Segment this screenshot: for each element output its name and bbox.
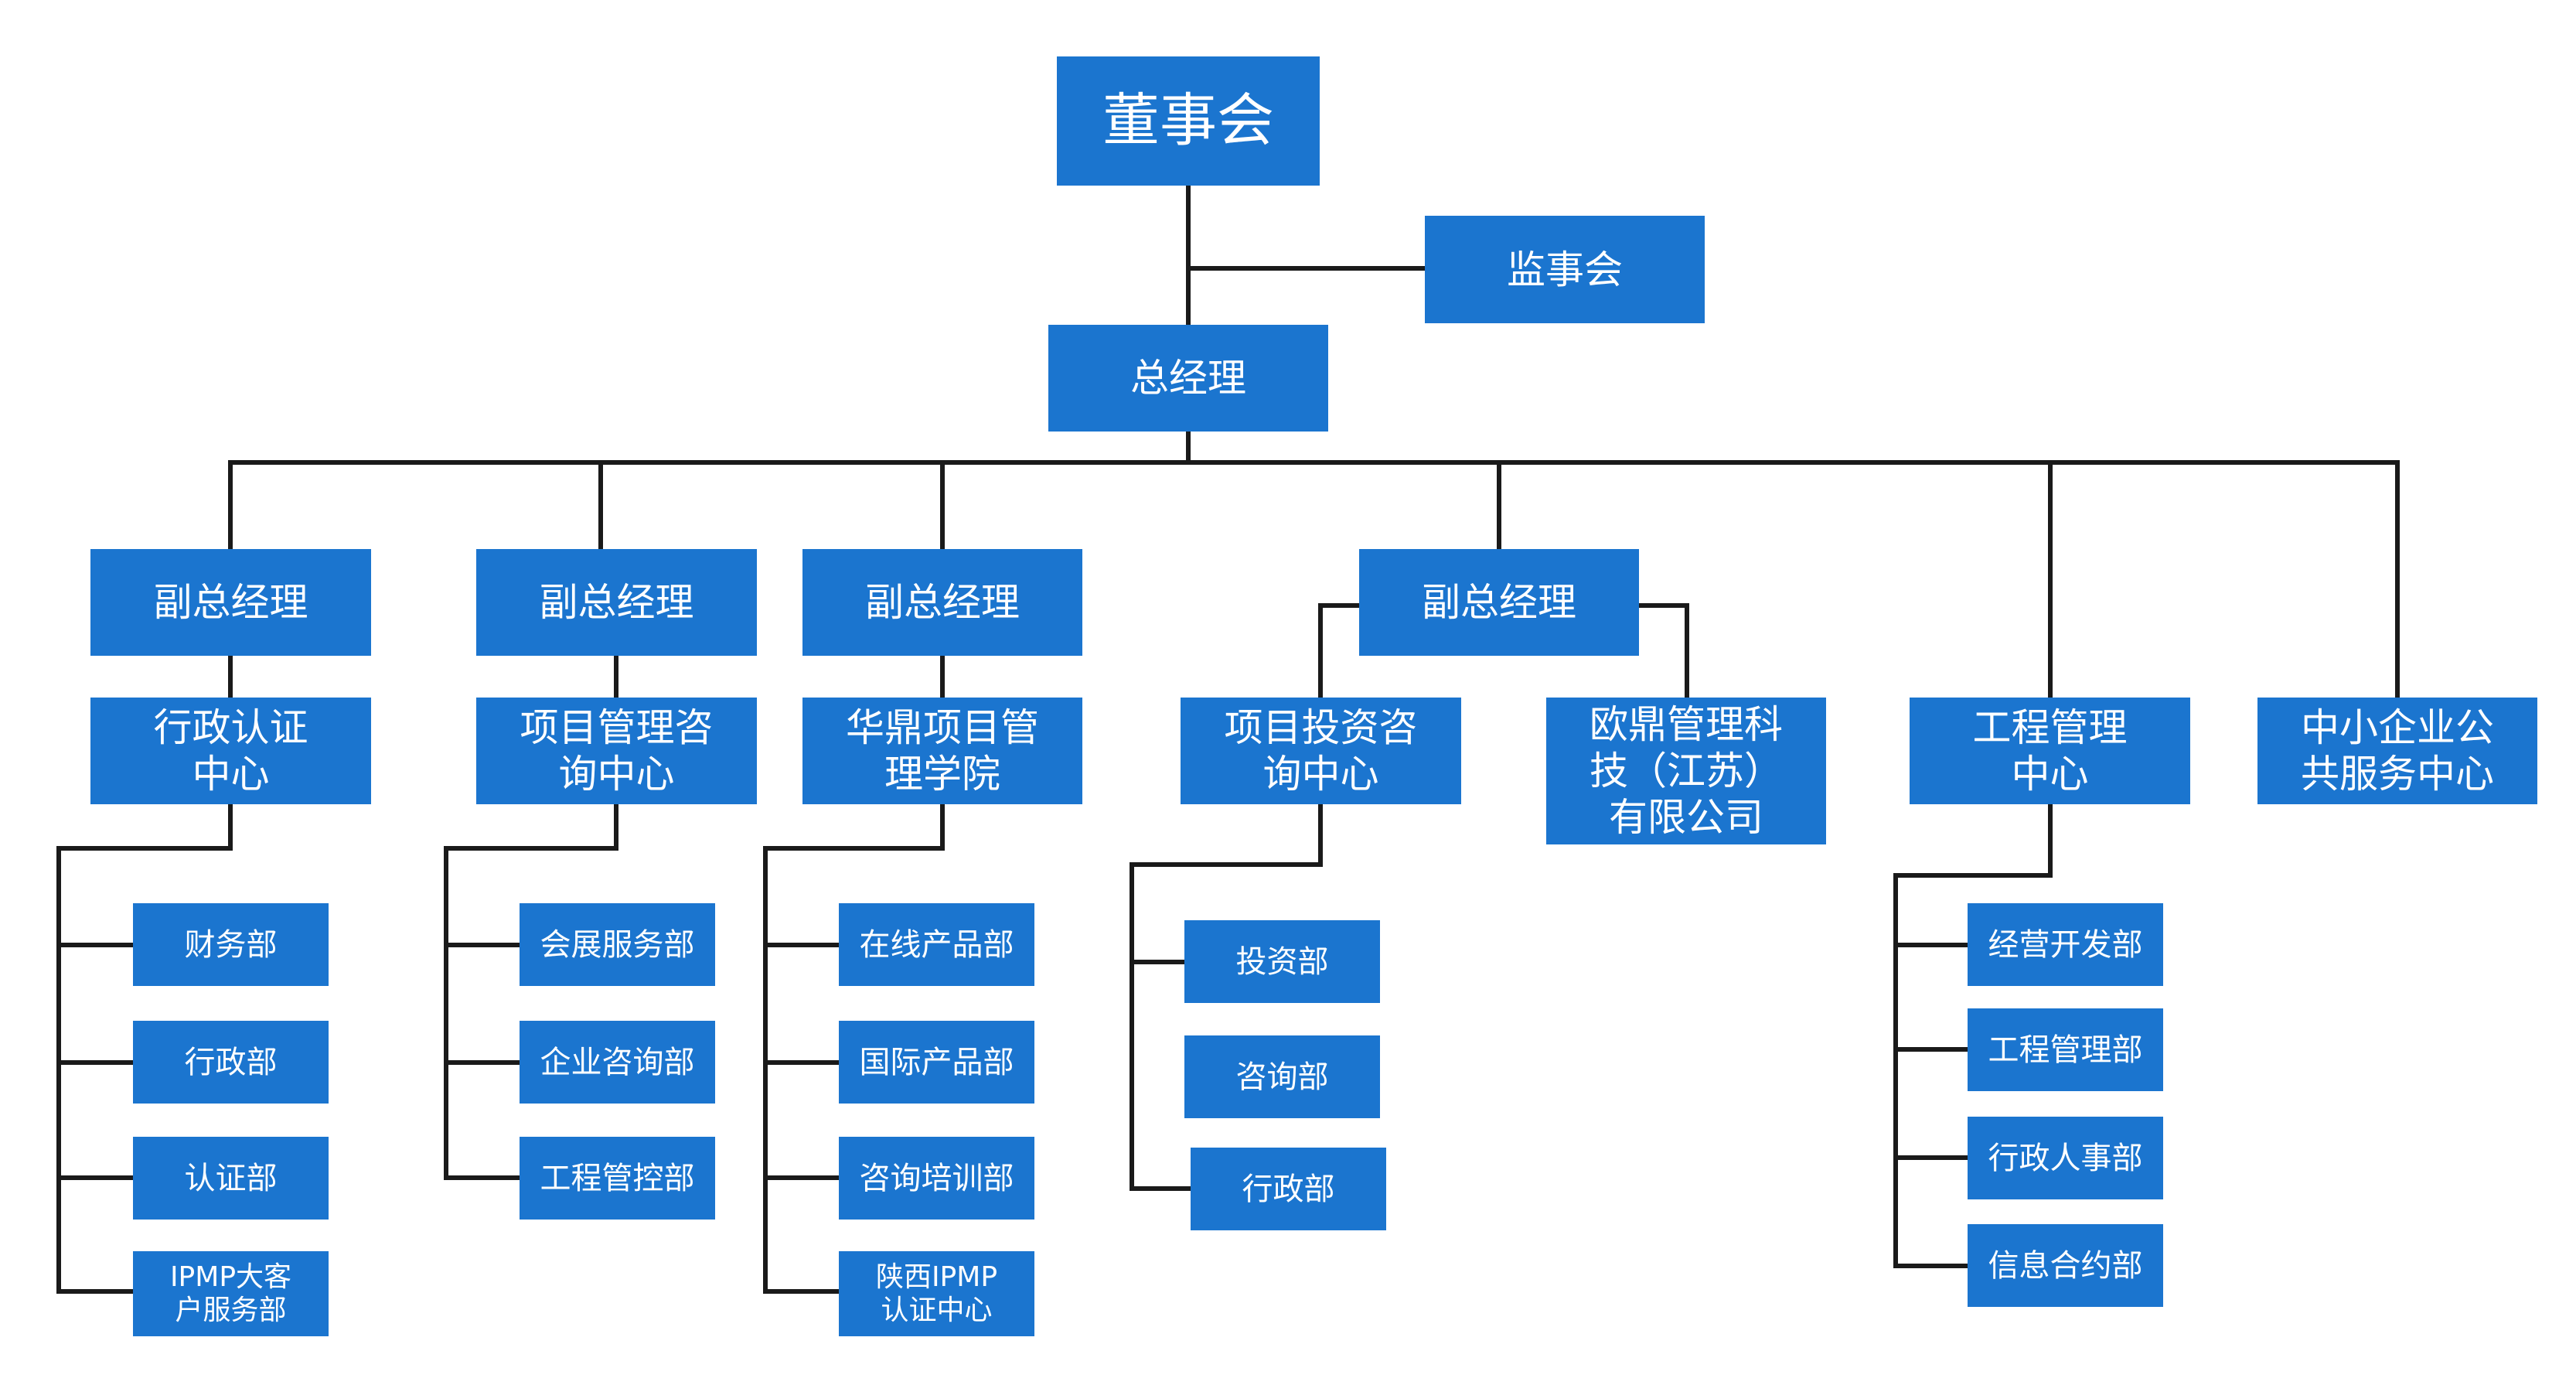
- vp-box-3: 副总经理: [802, 549, 1082, 656]
- vp-box-4: 副总经理: [1359, 549, 1639, 656]
- center-ouding-tech: 欧鼎管理科 技（江苏） 有限公司: [1546, 698, 1826, 844]
- supervisors-box: 监事会: [1425, 216, 1705, 323]
- dept-box: 会展服务部: [520, 903, 715, 986]
- dept-box: 陕西IPMP 认证中心: [839, 1251, 1034, 1336]
- center-pm-consult: 项目管理咨 询中心: [476, 698, 757, 804]
- center-admin-cert: 行政认证 中心: [90, 698, 371, 804]
- general-manager-box: 总经理: [1048, 325, 1328, 432]
- vp-box-2: 副总经理: [476, 549, 757, 656]
- vp-box-1: 副总经理: [90, 549, 371, 656]
- dept-box: 咨询部: [1184, 1035, 1380, 1118]
- center-sme-service: 中小企业公 共服务中心: [2257, 698, 2537, 804]
- dept-box: 认证部: [133, 1137, 329, 1220]
- dept-box: 企业咨询部: [520, 1021, 715, 1104]
- dept-box: 投资部: [1184, 920, 1380, 1003]
- board-box: 董事会: [1057, 56, 1320, 186]
- dept-box: 行政人事部: [1968, 1117, 2163, 1199]
- dept-box: 工程管理部: [1968, 1008, 2163, 1091]
- dept-box: 经营开发部: [1968, 903, 2163, 986]
- center-huading-academy: 华鼎项目管 理学院: [802, 698, 1082, 804]
- dept-box: 国际产品部: [839, 1021, 1034, 1104]
- dept-box: 工程管控部: [520, 1137, 715, 1220]
- dept-box: 行政部: [1191, 1148, 1386, 1230]
- dept-box: IPMP大客 户服务部: [133, 1251, 329, 1336]
- center-invest-consult: 项目投资咨 询中心: [1181, 698, 1461, 804]
- dept-box: 财务部: [133, 903, 329, 986]
- center-engineering: 工程管理 中心: [1910, 698, 2190, 804]
- dept-box: 在线产品部: [839, 903, 1034, 986]
- dept-box: 信息合约部: [1968, 1224, 2163, 1307]
- dept-box: 行政部: [133, 1021, 329, 1104]
- dept-box: 咨询培训部: [839, 1137, 1034, 1220]
